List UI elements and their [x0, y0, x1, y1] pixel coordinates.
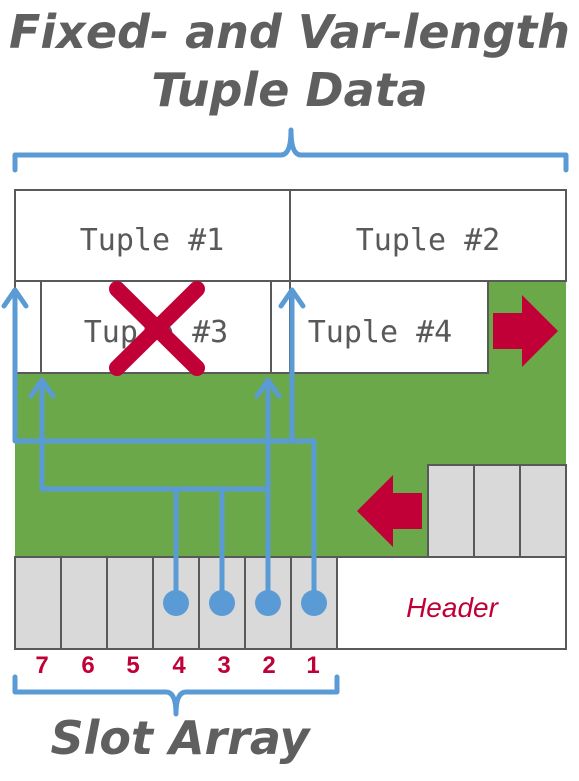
slot-number-3: 3 [217, 652, 230, 679]
pointer-slot-2 [265, 290, 295, 605]
slot-dots [163, 590, 327, 616]
tuple-2-label: Tuple #2 [356, 223, 501, 258]
tuple-1-label: Tuple #1 [80, 223, 225, 258]
arrowhead-icon [1, 287, 29, 309]
pointer-arrowheads [1, 287, 306, 399]
arrowhead-icon [28, 377, 56, 399]
slot-number-4: 4 [172, 652, 186, 679]
arrowhead-icon [278, 287, 306, 309]
slot-2-dot [255, 590, 281, 616]
slot-block-cell [427, 464, 475, 558]
slot-number-5: 5 [126, 652, 139, 679]
header-box [336, 556, 567, 650]
pointer-slot-1 [12, 290, 317, 605]
slot-number-6: 6 [81, 652, 94, 679]
slot-block-cell [519, 464, 567, 558]
pointer-slot-3 [39, 382, 225, 605]
slot-3-dot [209, 590, 235, 616]
slot-cell-5 [106, 556, 154, 650]
slot-block-cell [473, 464, 521, 558]
slot-4-dot [163, 590, 189, 616]
slot-number-1: 1 [306, 652, 319, 679]
slot-pointers [12, 290, 317, 605]
tuple-4-box [289, 280, 489, 374]
slot-growth-arrow-icon [357, 475, 422, 547]
header-label: Header [406, 592, 500, 623]
pointer-slot-4 [173, 382, 271, 605]
slot-array-brace [12, 674, 340, 717]
slot-number-2: 2 [262, 652, 275, 679]
tuple-growth-arrow-icon [493, 295, 558, 367]
slot-array-title: Slot Array [50, 711, 310, 765]
slot-1-dot [301, 590, 327, 616]
tuple-data-brace [12, 127, 569, 173]
diagram-title-line2: Tuple Data [151, 63, 428, 117]
slot-number-7: 7 [35, 652, 48, 679]
deleted-x-icon [109, 281, 205, 376]
arrowhead-icon [254, 377, 282, 399]
tuple-4-label: Tuple #4 [308, 315, 453, 350]
diagram-title-line1: Fixed- and Var-length [8, 5, 571, 59]
slot-cell-6 [60, 556, 108, 650]
slot-cell-7 [14, 556, 62, 650]
